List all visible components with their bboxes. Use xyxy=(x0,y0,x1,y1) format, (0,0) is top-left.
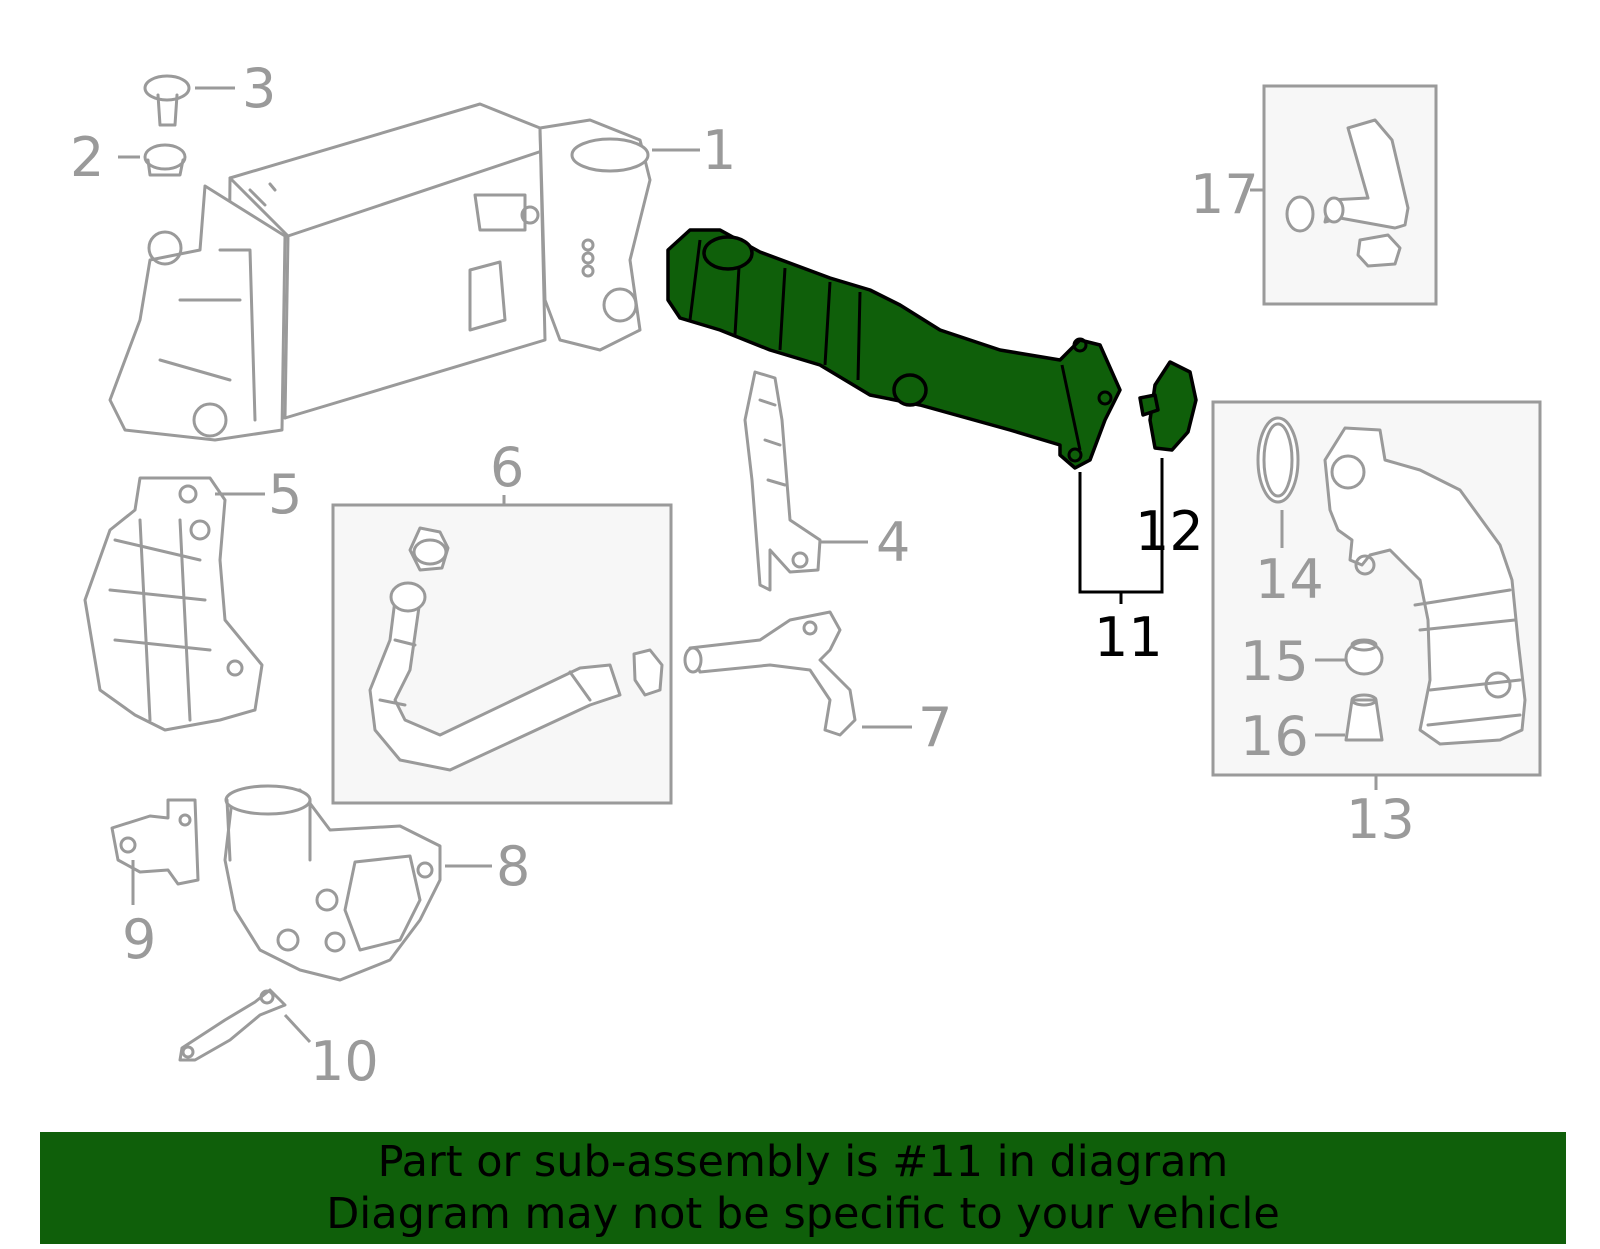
callout-10: 10 xyxy=(310,1030,379,1093)
strap-part-10[interactable] xyxy=(178,988,287,1062)
clip-part-2[interactable] xyxy=(143,143,187,177)
callout-14: 14 xyxy=(1255,548,1324,611)
bracket-part-4[interactable] xyxy=(743,370,822,592)
throttle-body-part-8[interactable] xyxy=(223,784,442,982)
callout-17: 17 xyxy=(1190,163,1259,226)
callout-7: 7 xyxy=(918,696,952,759)
callout-8: 8 xyxy=(496,835,530,898)
info-banner: Part or sub-assembly is #11 in diagram D… xyxy=(40,1132,1566,1244)
clip-part-3[interactable] xyxy=(143,74,191,127)
callout-2: 2 xyxy=(70,126,104,189)
callout-11: 11 xyxy=(1094,606,1163,669)
callout-5: 5 xyxy=(268,463,302,526)
intake-pipe-part-11[interactable] xyxy=(666,228,1122,470)
hose-set-part-17[interactable] xyxy=(1285,118,1410,268)
hose-part-6[interactable] xyxy=(368,526,664,772)
duct-part-13[interactable] xyxy=(1323,426,1527,746)
seal-part-12[interactable] xyxy=(1138,360,1198,452)
callout-3: 3 xyxy=(242,57,276,120)
callout-9: 9 xyxy=(122,908,156,971)
callout-1: 1 xyxy=(702,119,736,182)
banner-line-1: Part or sub-assembly is #11 in diagram xyxy=(377,1137,1229,1187)
banner-line-2: Diagram may not be specific to your vehi… xyxy=(326,1189,1280,1239)
tube-part-7[interactable] xyxy=(683,610,857,737)
callout-13: 13 xyxy=(1346,788,1415,851)
leaders xyxy=(118,86,1378,1044)
callout-15: 15 xyxy=(1240,630,1309,693)
callout-6: 6 xyxy=(490,436,524,499)
callout-4: 4 xyxy=(876,511,910,574)
grommet-part-16[interactable] xyxy=(1344,693,1384,742)
bushing-part-15[interactable] xyxy=(1344,638,1384,676)
callout-12: 12 xyxy=(1135,500,1204,563)
o-ring-part-14[interactable] xyxy=(1256,416,1300,504)
detail-box-17 xyxy=(1262,84,1438,306)
intercooler-part-1[interactable] xyxy=(108,102,652,442)
bracket-part-5[interactable] xyxy=(83,476,264,732)
callout-16: 16 xyxy=(1240,705,1309,768)
bracket-part-9[interactable] xyxy=(110,798,200,886)
